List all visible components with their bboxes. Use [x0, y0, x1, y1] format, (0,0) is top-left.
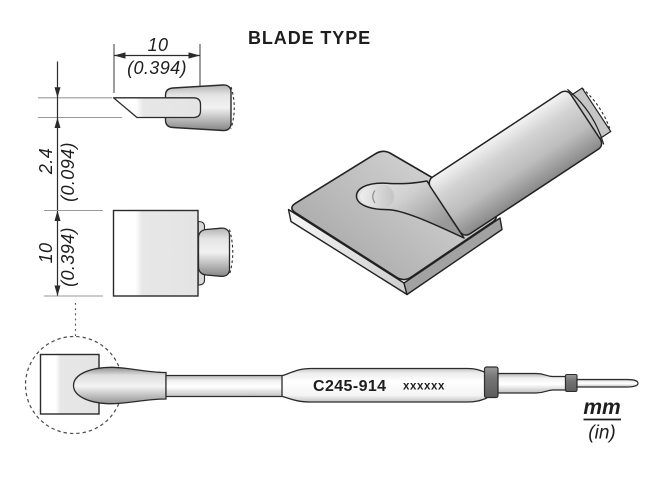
nose-crease-3d [372, 190, 376, 204]
blade-side-face-3d [403, 217, 503, 296]
iso-view [287, 87, 612, 296]
contact-pin [576, 378, 639, 388]
model-number: C245-914 [313, 378, 386, 395]
rear-tube [497, 372, 567, 394]
serial-marking: xxxxxx [403, 381, 445, 393]
units-imperial: (in) [588, 423, 615, 444]
hidden-edge-arc [230, 86, 235, 129]
cartridge-body [281, 367, 488, 403]
shaft-rod [165, 374, 284, 398]
dim-length-mm: 10 [148, 35, 169, 55]
arrowhead-right [188, 52, 200, 59]
units-legend: mm (in) [583, 396, 621, 444]
front-view [112, 209, 234, 297]
shaft-cylinder-3d [428, 90, 603, 236]
hidden-edge-arc [228, 229, 234, 275]
heater-shaft [72, 366, 167, 405]
blade-profile [112, 97, 202, 119]
connector-band-large [483, 366, 499, 399]
dimension-blade-length: 10 (0.394) [113, 35, 201, 93]
connector-band-small [564, 373, 578, 393]
arrowhead-up [54, 117, 61, 128]
hidden-edge-arc-3d [581, 87, 612, 132]
cylinder-end-edge-3d [567, 88, 605, 145]
dim-thickness-mm: 2.4 [36, 148, 56, 175]
dim-width-mm: 10 [36, 243, 56, 264]
dim-thickness-in: (0.094) [58, 142, 78, 202]
page-title: BLADE TYPE [248, 28, 371, 48]
units-metric: mm [583, 396, 620, 419]
blade-top-face-3d [291, 150, 497, 281]
nose-highlight-3d [360, 184, 394, 208]
dim-width-in: (0.394) [58, 227, 78, 287]
arrowhead-up [54, 210, 61, 221]
side-view [112, 84, 235, 132]
arrowhead-left [114, 52, 126, 59]
arrowhead-down [54, 285, 61, 296]
arrowhead-down [54, 87, 61, 98]
dim-length-in: (0.394) [127, 58, 187, 78]
cartridge-view: C245-914 xxxxxx [39, 353, 639, 415]
collar-cone-front [197, 227, 231, 277]
dimension-blade-thickness: 2.4 (0.094) [36, 61, 122, 296]
blade-face [112, 209, 199, 297]
shaft-3d [428, 87, 612, 236]
dimension-blade-width: 10 (0.394) [36, 209, 103, 297]
